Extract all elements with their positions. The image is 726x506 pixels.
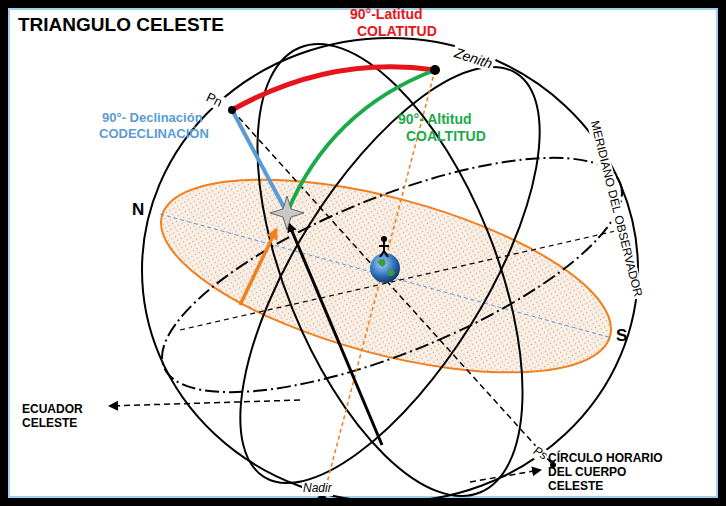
angle-name: COALTITUD bbox=[406, 128, 486, 144]
callout-label: CÍRCULO HORARIO DEL CUERPO CELESTE bbox=[548, 452, 670, 493]
point-label: Zenith bbox=[451, 44, 497, 73]
cardinal-point: S bbox=[616, 326, 627, 346]
point-label: Pn bbox=[203, 90, 226, 111]
callout-label: ECUADOR CELESTE bbox=[22, 403, 104, 431]
angle-label: 90°-Latitud bbox=[350, 6, 423, 22]
diagram-title: TRIANGULO CELESTE bbox=[18, 14, 224, 36]
angle-name: CODECLINACIÓN bbox=[99, 127, 209, 142]
angle-label: 90°- Altitud bbox=[398, 111, 472, 127]
cardinal-point: N bbox=[132, 200, 144, 220]
circle-name: MERIDIANO DEL OBSERVADOR bbox=[586, 117, 644, 300]
angle-label: 90°- Declinación bbox=[102, 111, 203, 126]
point-label: Nadir bbox=[302, 482, 333, 496]
angle-name: COLATITUD bbox=[357, 23, 437, 39]
